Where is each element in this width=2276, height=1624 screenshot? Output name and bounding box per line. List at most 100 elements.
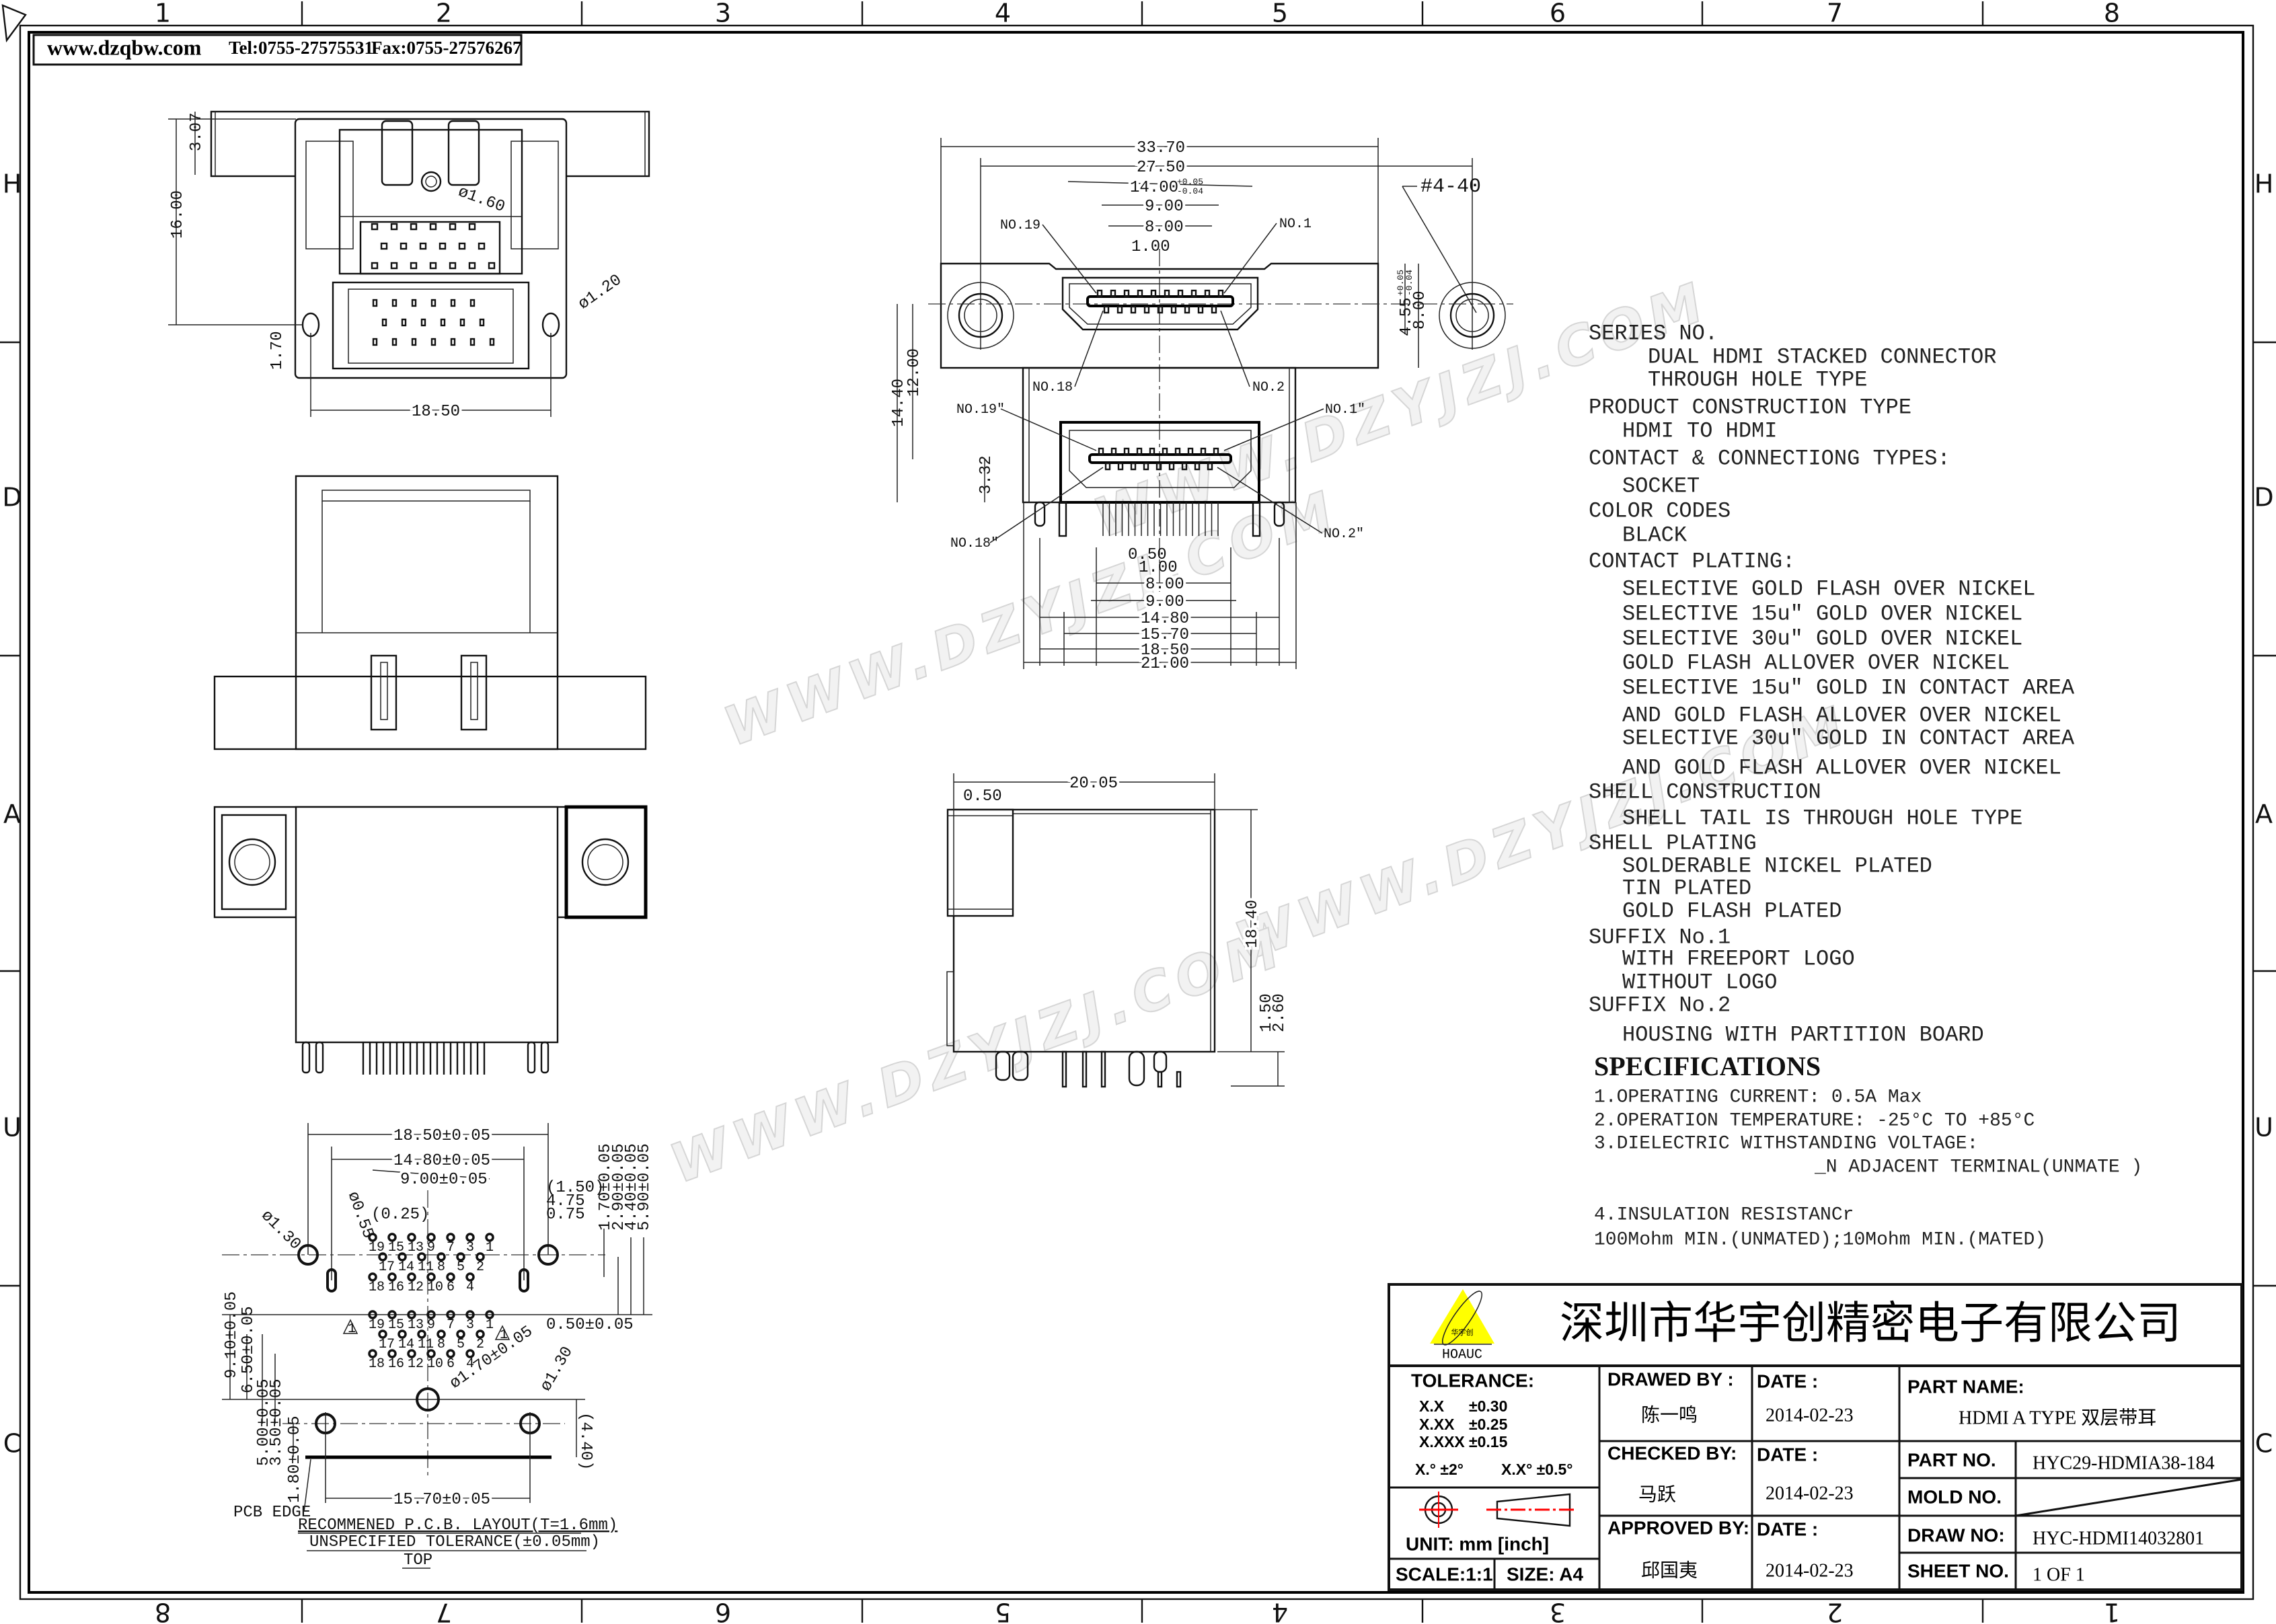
zone-column-label: 6	[715, 1598, 731, 1624]
front-view: 33.70 27.50 14.00 +0.05 -0.04 9.00 8.00 …	[890, 137, 1513, 676]
contact	[1204, 289, 1211, 298]
pcb-pin-number: 11	[418, 1337, 434, 1352]
note-line: HDMI TO HDMI	[1622, 418, 1777, 443]
zone-column-label: 7	[1827, 0, 1843, 28]
spec-item: 2.OPERATION TEMPERATURE: -25°C TO +85°C	[1594, 1110, 2035, 1131]
note-line: HOUSING WITH PARTITION BOARD	[1622, 1022, 1984, 1047]
dim-label: 5.90±0.05	[636, 1143, 654, 1231]
contact-hole	[449, 223, 457, 231]
zone-column-label: 2	[1827, 1598, 1843, 1624]
shell-tail	[1273, 501, 1285, 527]
spec-item: 100Mohm MIN.(UNMATED);10Mohm MIN.(MATED)	[1594, 1229, 2046, 1250]
contact-hole	[411, 299, 417, 307]
tolerance-value: ±0.15	[1469, 1433, 1508, 1451]
fax-text: Fax:0755-27576267	[371, 38, 521, 58]
pcb-pin-hole	[465, 1233, 475, 1242]
bottom-view	[213, 805, 648, 1075]
spec-item: _N ADJACENT TERMINAL(UNMATE )	[1814, 1157, 2142, 1177]
pcb-pin-hole	[426, 1310, 436, 1319]
pcb-pin-number: 2	[476, 1337, 484, 1352]
contact-hole	[381, 318, 387, 327]
part-no-label: PART NO.	[1907, 1449, 1996, 1470]
pcb-pin-hole	[437, 1252, 446, 1262]
zone-column-label: 3	[1550, 1598, 1566, 1624]
dim-label: 4.40±0.05	[623, 1143, 641, 1231]
drawed-by-label: DRAWED BY :	[1607, 1368, 1734, 1389]
pcb-pin-number: 8	[437, 1337, 445, 1352]
shell-tail	[995, 1050, 1011, 1081]
contact	[1200, 447, 1207, 456]
date-label: DATE :	[1757, 1518, 1818, 1539]
pcb-pin-number: 9	[427, 1240, 435, 1255]
pcb-pin-number: 17	[379, 1337, 395, 1352]
note-line: SELECTIVE 15u" GOLD OVER NICKEL	[1622, 601, 2022, 626]
dim-label: 33.70	[1137, 139, 1185, 157]
pcb-pin-number: 15	[388, 1240, 404, 1255]
contact	[1143, 305, 1150, 314]
pcb-pin-number: 11	[418, 1260, 434, 1275]
angle-tolerance: X.X° ±0.5°	[1501, 1461, 1572, 1478]
pcb-pin-number: 4	[466, 1280, 474, 1295]
contact	[1168, 462, 1175, 471]
pcb-pin-hole	[485, 1310, 494, 1319]
contact	[1123, 289, 1130, 298]
dim-label: ø1.20	[575, 271, 625, 313]
contact	[1187, 447, 1194, 456]
dim-label: (0.25)	[371, 1206, 429, 1224]
contact-hole	[430, 338, 437, 346]
tolerance-key: X.XX	[1419, 1416, 1455, 1433]
pcb-pin-hole	[378, 1329, 387, 1339]
contact-hole	[380, 242, 388, 250]
dim-label: 8.00	[1145, 219, 1184, 237]
date-checked: 2014-02-23	[1766, 1483, 1854, 1504]
dim-label: 1.70	[268, 331, 287, 370]
watermark: WWW.DZYJZJ.COM	[662, 915, 1293, 1195]
tolerance-lower: -0.04	[1404, 270, 1414, 296]
contact	[1190, 289, 1197, 298]
pin-callout: NO.18"	[950, 536, 999, 551]
shell-tail	[540, 1041, 549, 1074]
pcb-pin-hole	[446, 1349, 455, 1358]
note-line: SHELL PLATING	[1589, 830, 1757, 855]
zone-row-label: A	[3, 800, 21, 829]
pcb-edge-label: PCB EDGE	[233, 1504, 311, 1522]
dim-label: 1.00	[1131, 238, 1170, 256]
contact-hole	[469, 299, 476, 307]
contact	[1150, 289, 1157, 298]
zone-column-label: 7	[436, 1598, 452, 1624]
dim-label: 9.10±0.05	[223, 1291, 241, 1379]
pcb-pin-hole	[407, 1272, 416, 1282]
note-line: SELECTIVE 30u" GOLD OVER NICKEL	[1622, 626, 2022, 651]
draw-no: HYC-HDMI14032801	[2033, 1528, 2204, 1549]
contact	[1181, 462, 1188, 471]
pcb-pin-hole	[417, 1252, 426, 1262]
dim-label: (1.50)	[546, 1179, 604, 1197]
contact	[1098, 447, 1104, 456]
pcb-pin-hole	[465, 1349, 475, 1358]
pcb-pin-hole	[446, 1272, 455, 1282]
tolerance-key: X.XXX	[1419, 1433, 1465, 1451]
dim-label: (4.40)	[576, 1412, 595, 1470]
pcb-pin-hole	[387, 1233, 397, 1242]
zone-row-label: C	[3, 1429, 22, 1459]
zone-row-label: D	[2, 483, 22, 512]
dim-label: 9.00	[1145, 198, 1184, 216]
pcb-pin-hole	[397, 1329, 407, 1339]
contact-hole	[459, 318, 465, 327]
zone-row-label: U	[3, 1113, 22, 1143]
pcb-pin-number: 10	[427, 1280, 443, 1295]
dim-label: 2.60	[1270, 993, 1289, 1032]
pin-callout: NO.18	[1032, 380, 1073, 395]
pcb-pin-number: 18	[369, 1280, 385, 1295]
contact-hole	[450, 299, 456, 307]
website-text: www.dzqbw.com	[47, 35, 202, 59]
zone-column-label: 5	[1272, 0, 1288, 28]
shell-tail	[1252, 501, 1261, 537]
zone-row-label: C	[2255, 1429, 2273, 1459]
contact	[1130, 462, 1137, 471]
date-label: DATE :	[1757, 1444, 1818, 1465]
part-name-label: PART NAME:	[1907, 1376, 2024, 1397]
pcb-pin-number: 13	[408, 1317, 424, 1333]
